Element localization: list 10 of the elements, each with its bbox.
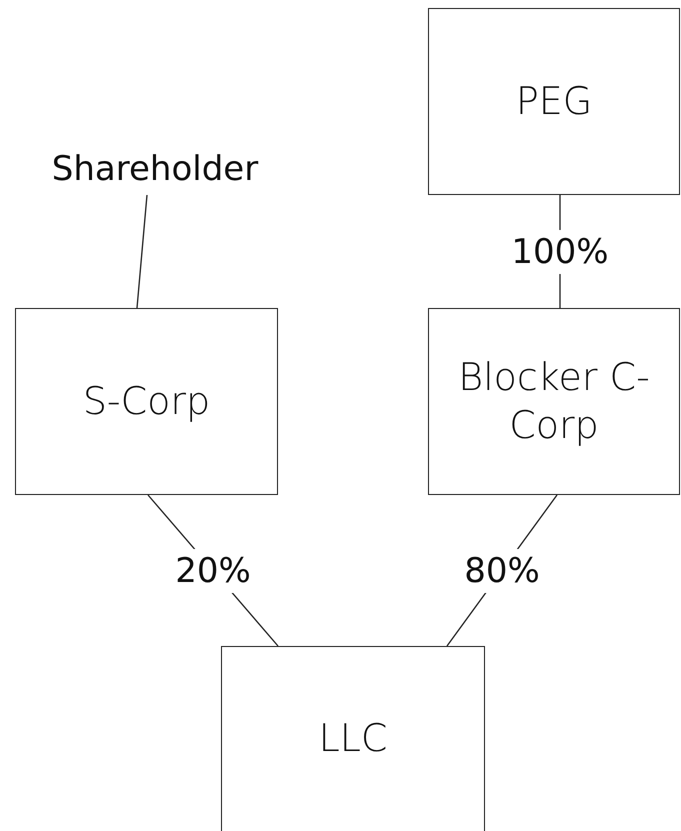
owner-label: Shareholder [52,148,258,188]
entity-name: LLC [318,715,388,762]
entity-box [221,646,485,831]
connector-line [136,194,148,308]
entity-box [428,308,680,495]
entity-name: PEG [516,78,592,125]
entity-box [15,308,278,495]
entity-name: Blocker C-Corp [457,354,651,448]
entity-name: S-Corp [82,378,210,425]
entity-box [428,8,680,195]
